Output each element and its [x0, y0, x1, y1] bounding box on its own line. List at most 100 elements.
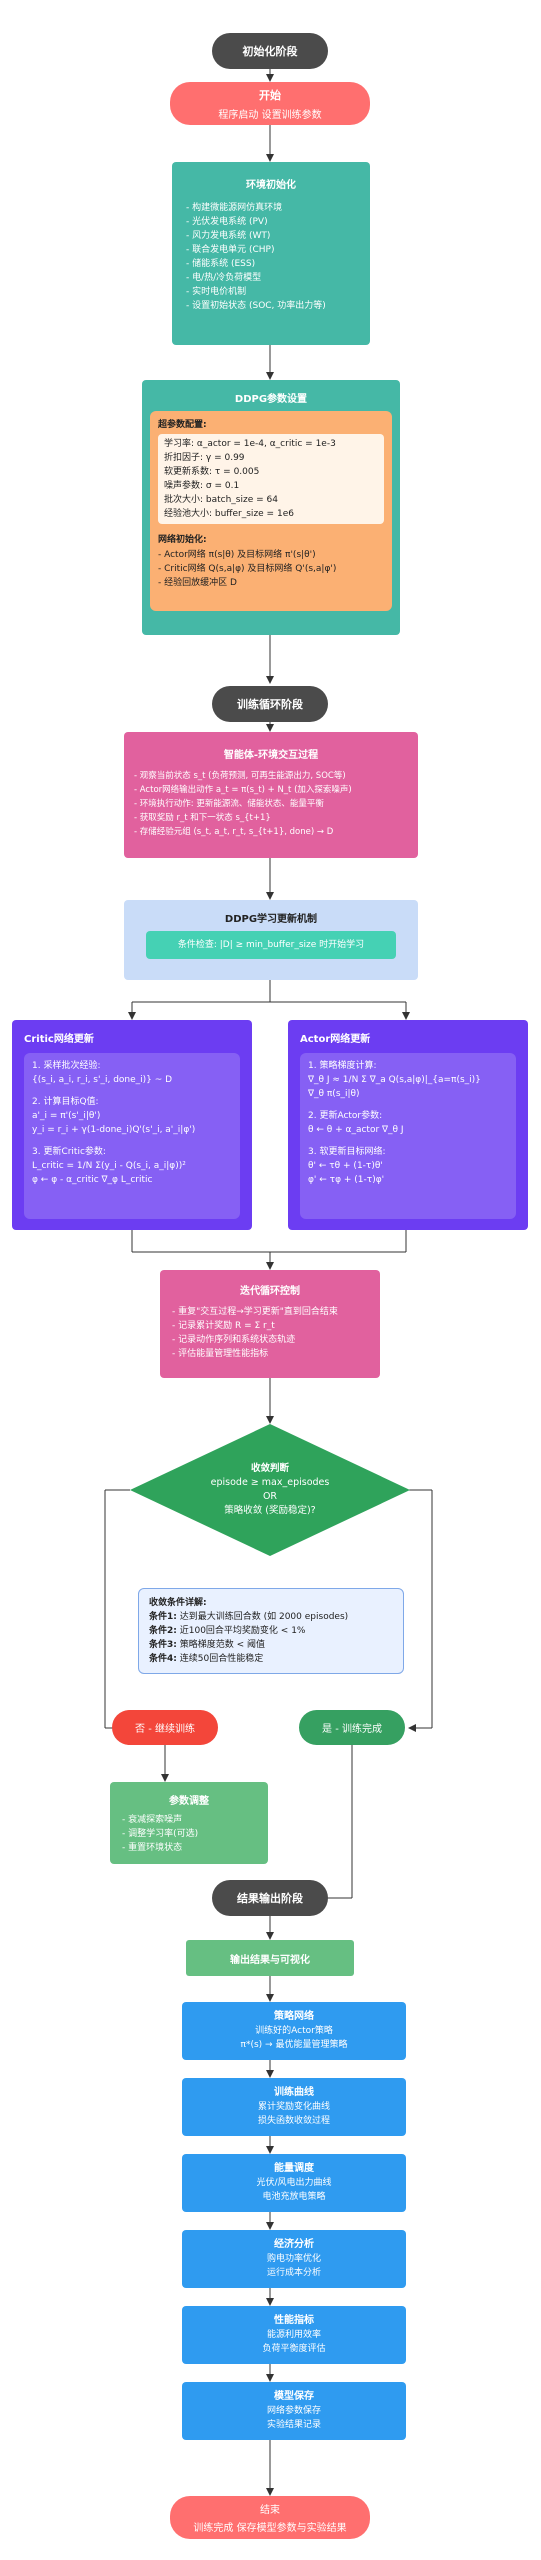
output-visualization-box: 输出结果与可视化 — [186, 1940, 354, 1976]
actor-line: 3. 软更新目标网络: — [308, 1147, 386, 1157]
critic-line: L_critic = 1/N Σ(y_i - Q(s_i, a_i|φ))² — [32, 1161, 186, 1171]
result-title: 经济分析 — [274, 2239, 314, 2250]
interaction-item: - 观察当前状态 s_t (负荷预测, 可再生能源出力, SOC等) — [134, 771, 346, 781]
update-mechanism-title: DDPG学习更新机制 — [224, 914, 318, 925]
result-line: 累计奖励变化曲线 — [257, 2102, 330, 2112]
actor-line: 1. 策略梯度计算: — [308, 1061, 377, 1071]
param-adjust-item: - 衰减探索噪声 — [122, 1815, 183, 1825]
convergence-detail-title: 收敛条件详解: — [149, 1598, 207, 1608]
convergence-key: 条件4: — [149, 1654, 177, 1664]
result-line: 光伏/风电出力曲线 — [256, 2178, 332, 2188]
actor-line — [308, 1137, 508, 1145]
result-training-curve: 训练曲线 累计奖励变化曲线 损失函数收敛过程 — [182, 2078, 406, 2136]
actor-line: φ' ← τφ + (1-τ)φ' — [308, 1175, 385, 1185]
result-model-save: 模型保存 网络参数保存 实验结果记录 — [182, 2382, 406, 2440]
env-item: - 电/热/冷负荷模型 — [186, 273, 262, 283]
net-item: - 经验回放缓冲区 D — [158, 578, 237, 588]
no-continue-training: 否 - 继续训练 — [112, 1710, 218, 1745]
actor-line: ∇_θ J ≈ 1/N Σ ∇_a Q(s,a|φ)|_{a=π(s_i)} — [308, 1075, 481, 1085]
env-item: - 设置初始状态 (SOC, 功率出力等) — [186, 301, 326, 311]
iteration-item: - 重复"交互过程→学习更新"直到回合结束 — [172, 1307, 338, 1317]
hyper-item: 经验池大小: buffer_size = 1e6 — [164, 509, 294, 519]
critic-update-box: Critic网络更新 1. 采样批次经验: {(s_i, a_i, r_i, s… — [12, 1020, 252, 1230]
result-energy-dispatch: 能量调度 光伏/风电出力曲线 电池充放电策略 — [182, 2154, 406, 2212]
convergence-row: 条件3: 策略梯度范数 < 阈值 — [149, 1638, 393, 1652]
critic-line: {(s_i, a_i, r_i, s'_i, done_i)} ~ D — [32, 1075, 173, 1085]
hyper-list: 学习率: α_actor = 1e-4, α_critic = 1e-3 折扣因… — [158, 434, 384, 524]
end-subtitle: 训练完成 保存模型参数与实验结果 — [193, 2523, 347, 2534]
param-adjust-title: 参数调整 — [169, 1796, 209, 1807]
decision-title: 收敛判断 — [250, 1463, 289, 1474]
critic-line: 3. 更新Critic参数: — [32, 1147, 106, 1157]
result-policy-network: 策略网络 训练好的Actor策略 π*(s) → 最优能量管理策略 — [182, 2002, 406, 2060]
interaction-item: - 存储经验元组 (s_t, a_t, r_t, s_{t+1}, done) … — [134, 827, 334, 837]
ddpg-params-box: DDPG参数设置 超参数配置: 学习率: α_actor = 1e-4, α_c… — [142, 380, 400, 635]
ddpg-params-inner: 超参数配置: 学习率: α_actor = 1e-4, α_critic = 1… — [150, 411, 392, 611]
convergence-value: 达到最大训练回合数 (如 2000 episodes) — [179, 1612, 349, 1622]
env-item: - 实时电价机制 — [186, 287, 247, 297]
end-node: 结束 训练完成 保存模型参数与实验结果 — [170, 2496, 370, 2539]
critic-line: y_i = r_i + γ(1-done_i)Q'(s'_i, a'_i|φ') — [32, 1125, 196, 1135]
hyper-item: 软更新系数: τ = 0.005 — [164, 467, 260, 477]
actor-line: 2. 更新Actor参数: — [308, 1111, 383, 1121]
iteration-item: - 评估能量管理性能指标 — [172, 1349, 269, 1359]
result-title: 模型保存 — [274, 2391, 314, 2402]
actor-line: θ' ← τθ + (1-τ)θ' — [308, 1161, 383, 1171]
critic-line: 1. 采样批次经验: — [32, 1061, 101, 1071]
critic-line — [32, 1087, 232, 1095]
hyper-item: 折扣因子: γ = 0.99 — [164, 453, 245, 463]
param-adjust-box: 参数调整 - 衰减探索噪声 - 调整学习率(可选) - 重置环境状态 — [110, 1782, 268, 1864]
env-item: - 光伏发电系统 (PV) — [186, 217, 268, 227]
result-performance-metrics: 性能指标 能源利用效率 负荷平衡度评估 — [182, 2306, 406, 2364]
result-title: 策略网络 — [274, 2011, 314, 2022]
interaction-item: - Actor网络输出动作 a_t = π(s_t) + N_t (加入探索噪声… — [134, 785, 352, 795]
iteration-item: - 记录累计奖励 R = Σ r_t — [172, 1321, 275, 1331]
actor-update-box: Actor网络更新 1. 策略梯度计算: ∇_θ J ≈ 1/N Σ ∇_a Q… — [288, 1020, 528, 1230]
actor-line — [308, 1101, 508, 1109]
result-line: 损失函数收敛过程 — [257, 2116, 330, 2126]
result-title: 训练曲线 — [274, 2087, 314, 2098]
critic-line: 2. 计算目标Q值: — [32, 1097, 99, 1107]
stage-output-label: 结果输出阶段 — [212, 1880, 328, 1916]
result-line: 购电功率优化 — [266, 2254, 321, 2264]
decision-line: OR — [262, 1491, 278, 1502]
param-adjust-item: - 调整学习率(可选) — [122, 1829, 199, 1839]
result-title: 性能指标 — [274, 2315, 314, 2326]
interaction-item: - 环境执行动作: 更新能源流、储能状态、能量平衡 — [134, 799, 324, 809]
env-init-box: 环境初始化 - 构建微能源网仿真环境 - 光伏发电系统 (PV) - 风力发电系… — [172, 162, 370, 345]
actor-line: ∇_θ π(s_i|θ) — [308, 1089, 360, 1099]
result-line: 负荷平衡度评估 — [262, 2344, 326, 2354]
convergence-decision-text: 收敛判断 episode ≥ max_episodes OR 策略收敛 (奖励稳… — [170, 1462, 370, 1518]
convergence-row: 条件4: 连续50回合性能稳定 — [149, 1652, 393, 1666]
decision-line: 策略收敛 (奖励稳定)? — [224, 1505, 316, 1516]
interaction-box: 智能体-环境交互过程 - 观察当前状态 s_t (负荷预测, 可再生能源出力, … — [124, 732, 418, 858]
stage-init-label: 初始化阶段 — [212, 33, 328, 69]
env-item: - 风力发电系统 (WT) — [186, 231, 271, 241]
buffer-condition: 条件检查: |D| ≥ min_buffer_size 时开始学习 — [146, 931, 396, 959]
critic-line — [32, 1137, 232, 1145]
result-economic-analysis: 经济分析 购电功率优化 运行成本分析 — [182, 2230, 406, 2288]
hyper-item: 学习率: α_actor = 1e-4, α_critic = 1e-3 — [164, 439, 336, 449]
decision-line: episode ≥ max_episodes — [210, 1477, 330, 1488]
actor-update-content: 1. 策略梯度计算: ∇_θ J ≈ 1/N Σ ∇_a Q(s,a|φ)|_{… — [300, 1053, 516, 1219]
hyper-item: 噪声参数: σ = 0.1 — [164, 481, 240, 491]
result-line: 实验结果记录 — [266, 2420, 321, 2430]
iteration-item: - 记录动作序列和系统状态轨迹 — [172, 1335, 296, 1345]
actor-line: θ ← θ + α_actor ∇_θ J — [308, 1125, 404, 1135]
result-line: 网络参数保存 — [266, 2406, 321, 2416]
ddpg-params-title: DDPG参数设置 — [234, 394, 308, 405]
convergence-row: 条件1: 达到最大训练回合数 (如 2000 episodes) — [149, 1610, 393, 1624]
env-init-title: 环境初始化 — [246, 180, 296, 191]
convergence-value: 近100回合平均奖励变化 < 1% — [179, 1626, 306, 1636]
result-line: 能源利用效率 — [266, 2330, 321, 2340]
result-line: 运行成本分析 — [266, 2268, 321, 2278]
critic-update-title: Critic网络更新 — [24, 1034, 94, 1045]
iteration-control-title: 迭代循环控制 — [240, 1286, 300, 1297]
hyper-title: 超参数配置: — [158, 420, 207, 430]
actor-update-title: Actor网络更新 — [300, 1034, 371, 1045]
end-title: 结束 — [260, 2505, 280, 2516]
critic-line: φ ← φ - α_critic ∇_φ L_critic — [32, 1175, 153, 1185]
convergence-row: 条件2: 近100回合平均奖励变化 < 1% — [149, 1624, 393, 1638]
convergence-value: 连续50回合性能稳定 — [179, 1654, 264, 1664]
net-title: 网络初始化: — [158, 535, 207, 545]
